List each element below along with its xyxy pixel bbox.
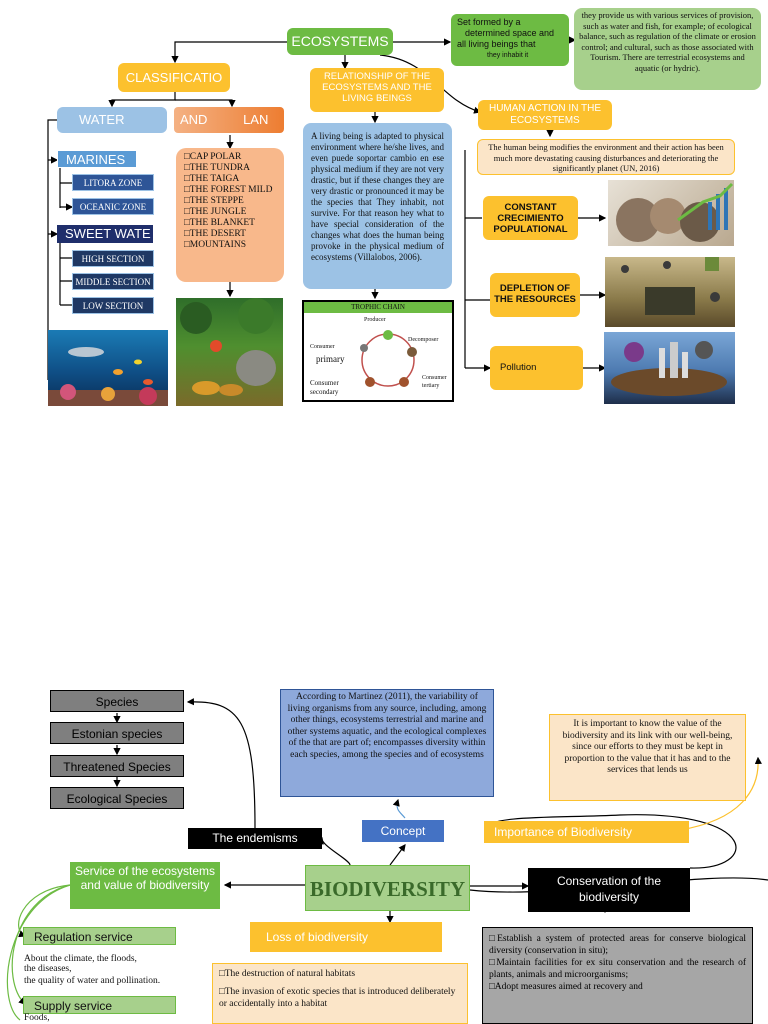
endemisms-node[interactable]: The endemisms <box>188 828 322 849</box>
trophic-decomposer: Decomposer <box>408 337 439 343</box>
land-label-1: AND <box>180 112 208 127</box>
set-formed-line-2: determined space and <box>465 28 555 38</box>
regulation-line-2: the diseases, <box>24 964 72 974</box>
trophic-chain-image: TROPHIC CHAIN Producer Decomposer Consum… <box>302 300 454 402</box>
human-text: The human being modifies the environment… <box>477 139 735 175</box>
regulation-text: About the climate, the floods, the disea… <box>24 953 224 987</box>
conservation-node[interactable]: Conservation of the biodiversity <box>528 868 690 912</box>
depletion-image <box>605 257 735 327</box>
relationship-node[interactable]: RELATIONSHIP OF THE ECOSYSTEMS AND THE L… <box>310 68 444 112</box>
land-type-item: MOUNTAINS <box>184 240 278 251</box>
trophic-consumer: Consumer <box>310 344 335 350</box>
land-type-item: THE JUNGLE <box>184 207 278 218</box>
human-action-node[interactable]: HUMAN ACTION IN THE ECOSYSTEMS <box>478 100 612 130</box>
population-image <box>608 180 734 246</box>
classification-node[interactable]: CLASSIFICATIO <box>118 63 230 92</box>
marines-node[interactable]: MARINES <box>57 150 137 168</box>
supply-service-node[interactable]: Supply service <box>23 996 176 1014</box>
conservation-measure-item: Maintain facilities for ex situ conserva… <box>489 957 746 981</box>
estonian-species-node[interactable]: Estonian species <box>50 722 184 744</box>
trophic-producer: Producer <box>364 317 386 323</box>
land-type-item: THE FOREST MILD <box>184 185 278 196</box>
ecosystems-node[interactable]: ECOSYSTEMS <box>287 28 393 55</box>
set-formed-line-1: Set formed by a <box>457 17 521 27</box>
conservation-measure-item: Establish a system of protected areas fo… <box>489 933 746 957</box>
land-type-item: THE DESERT <box>184 229 278 240</box>
regulation-service-node[interactable]: Regulation service <box>23 927 176 945</box>
importance-node[interactable]: Importance of Biodiversity <box>484 821 689 843</box>
loss-cause-item: The invasion of exotic species that is i… <box>219 986 461 1010</box>
land-type-item: THE TUNDRA <box>184 163 278 174</box>
services-node: they provide us with various services of… <box>574 8 761 90</box>
trophic-consumer-tertiary: Consumer tertiary <box>422 375 447 389</box>
living-being-text: A living being is adapted to physical en… <box>303 123 452 289</box>
litora-zone-node[interactable]: LITORA ZONE <box>72 174 154 191</box>
set-formed-line-3: all living beings that <box>457 39 536 49</box>
land-type-item: THE BLANKET <box>184 218 278 229</box>
high-section-node[interactable]: HIGH SECTION <box>72 250 154 267</box>
water-node[interactable]: WATER <box>57 107 167 133</box>
trophic-primary: primary <box>316 354 345 364</box>
supply-text: Foods, <box>24 1013 50 1023</box>
threatened-species-node[interactable]: Threatened Species <box>50 755 184 777</box>
land-type-item: CAP POLAR <box>184 152 278 163</box>
depletion-node[interactable]: DEPLETION OF THE RESOURCES <box>490 273 580 317</box>
biodiversity-node[interactable]: BIODIVERSITY <box>305 865 470 911</box>
oceanic-zone-node[interactable]: OCEANIC ZONE <box>72 198 154 215</box>
pollution-image <box>604 332 735 404</box>
constant-growth-node[interactable]: CONSTANT CRECIMIENTO POPULATIONAL <box>483 196 578 240</box>
loss-cause-item: The destruction of natural habitats <box>219 968 461 980</box>
sweet-water-node[interactable]: SWEET WATE <box>57 225 153 243</box>
species-node[interactable]: Species <box>50 690 184 712</box>
ecological-species-node[interactable]: Ecological Species <box>50 787 184 809</box>
set-formed-node: Set formed by a determined space and all… <box>451 14 569 66</box>
martinez-definition: According to Martinez (2011), the variab… <box>280 689 494 797</box>
service-node[interactable]: Service of the ecosystems and value of b… <box>70 862 220 909</box>
regulation-line-3: the quality of water and pollination. <box>24 976 161 986</box>
regulation-line-1: About the climate, the floods, <box>24 954 137 964</box>
loss-causes-list: The destruction of natural habitats The … <box>212 963 468 1024</box>
loss-node[interactable]: Loss of biodiversity <box>250 922 442 952</box>
trophic-consumer-secondary: Consumer secondary <box>310 379 339 396</box>
middle-section-node[interactable]: MIDDLE SECTION <box>72 273 154 290</box>
pollution-node[interactable]: Pollution <box>490 346 583 390</box>
conservation-measures-list: Establish a system of protected areas fo… <box>482 927 753 1024</box>
jungle-animals-image <box>176 298 283 406</box>
conservation-measure-item: Adopt measures aimed at recovery and <box>489 981 746 993</box>
land-type-item: THE STEPPE <box>184 196 278 207</box>
importance-text: It is important to know the value of the… <box>549 714 746 801</box>
land-label-2: LAN <box>243 112 269 127</box>
underwater-image <box>48 330 168 406</box>
trophic-title: TROPHIC CHAIN <box>304 302 452 313</box>
low-section-node[interactable]: LOW SECTION <box>72 297 154 314</box>
set-formed-line-4: they inhabit it <box>487 52 529 59</box>
land-type-item: THE TAIGA <box>184 174 278 185</box>
land-node[interactable]: AND LAN <box>174 107 284 133</box>
land-types-list: CAP POLAR THE TUNDRA THE TAIGA THE FORES… <box>176 148 284 282</box>
concept-node[interactable]: Concept <box>362 820 444 842</box>
